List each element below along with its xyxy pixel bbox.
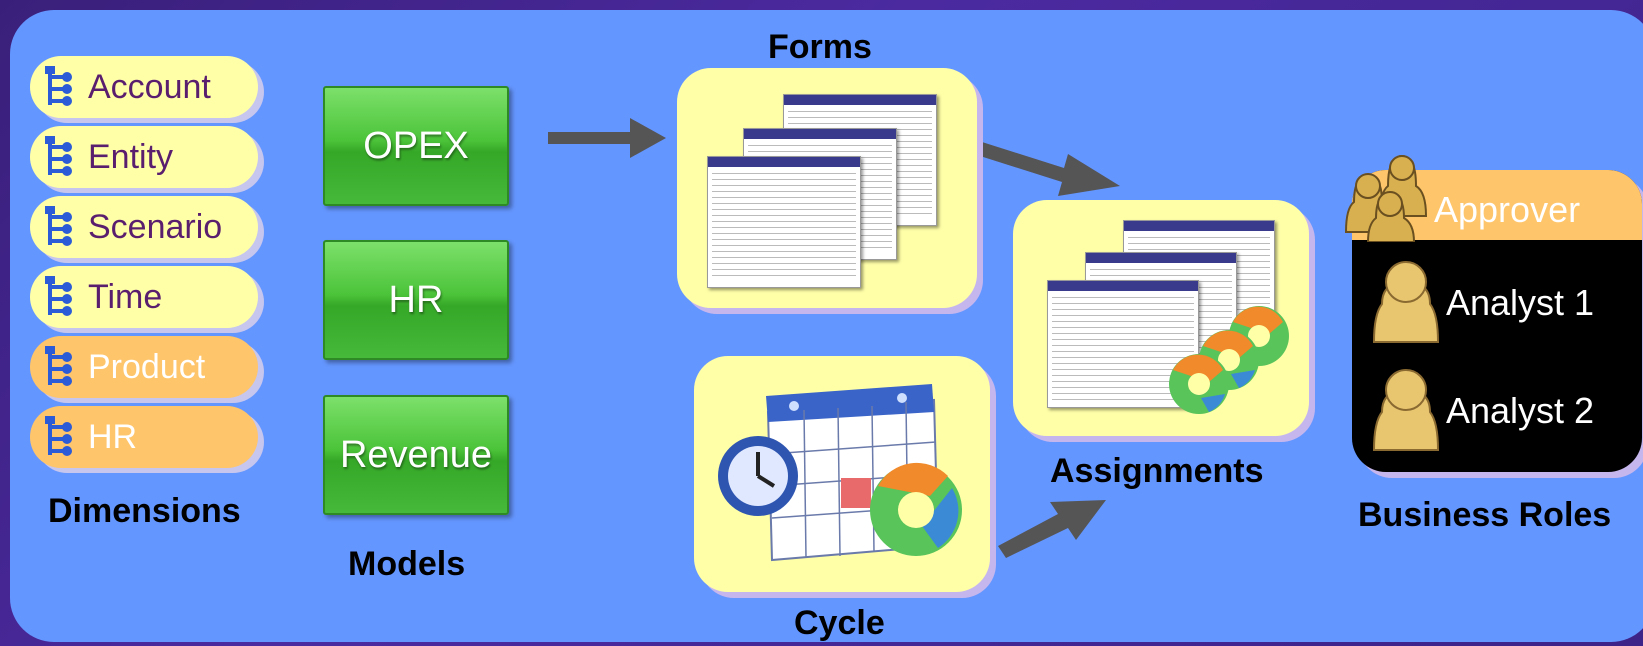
role-analyst-2: Analyst 2 (1446, 390, 1595, 431)
hierarchy-icon (38, 336, 80, 398)
hierarchy-icon (38, 56, 80, 118)
business-roles-caption: Business Roles (1358, 496, 1612, 534)
arrow-forms-to-assignments (980, 142, 1120, 196)
forms-caption: Forms (768, 28, 872, 66)
dimension-label: Entity (88, 137, 174, 176)
group-icon (1344, 154, 1428, 242)
dimension-label: Account (88, 67, 211, 106)
hierarchy-icon (38, 266, 80, 328)
person-icon (1372, 369, 1440, 451)
dimension-time: Time (30, 266, 258, 328)
dimension-label: Product (88, 347, 206, 386)
cycle-arrows-icon (870, 462, 962, 556)
models-caption: Models (348, 545, 466, 583)
model-label: Revenue (339, 433, 493, 476)
assignment-sheet (1047, 280, 1199, 408)
arrow-models-to-forms (548, 118, 666, 158)
model-revenue: Revenue (323, 395, 509, 515)
role-approver: Approver (1434, 189, 1581, 230)
dimension-label: HR (88, 417, 138, 456)
form-sheet (707, 156, 861, 288)
calendar-icon (718, 384, 962, 562)
model-label: OPEX (363, 124, 469, 167)
dimensions-caption: Dimensions (48, 492, 241, 530)
dimension-hr: HR (30, 406, 258, 468)
dimension-label: Scenario (88, 207, 223, 246)
clock-icon (718, 436, 798, 516)
model-hr: HR (323, 240, 509, 360)
role-analyst-1: Analyst 1 (1446, 282, 1595, 323)
hierarchy-icon (38, 126, 80, 188)
dimension-account: Account (30, 56, 258, 118)
assignments-caption: Assignments (1050, 452, 1264, 490)
assignments-panel (1013, 200, 1309, 436)
dimension-entity: Entity (30, 126, 258, 188)
dimension-label: Time (88, 277, 163, 316)
cycle-panel (694, 356, 990, 592)
person-icon (1372, 261, 1440, 343)
model-opex: OPEX (323, 86, 509, 206)
arrow-cycle-to-assignments (998, 500, 1106, 558)
cycle-caption: Cycle (794, 604, 885, 642)
forms-panel (677, 68, 977, 308)
dimension-product: Product (30, 336, 258, 398)
dimension-scenario: Scenario (30, 196, 258, 258)
hierarchy-icon (38, 196, 80, 258)
model-label: HR (388, 278, 444, 321)
cycle-arrows-icon (1169, 306, 1289, 414)
hierarchy-icon (38, 406, 80, 468)
